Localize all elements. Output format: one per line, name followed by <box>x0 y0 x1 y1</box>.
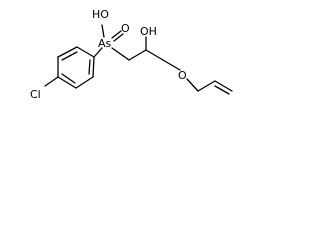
chlorophenyl-ring <box>57 46 95 89</box>
ring-bond <box>57 76 77 89</box>
arsenic-label: As <box>98 37 112 50</box>
oxo-label: O <box>121 22 130 35</box>
choh-ch2-bond <box>145 49 164 61</box>
ch2-choh-bond <box>128 49 147 61</box>
ring-double-bond-inner <box>88 59 91 75</box>
c-cl-bond <box>44 76 59 87</box>
ring-bond <box>92 56 95 78</box>
ring-bond <box>76 46 95 58</box>
hydroxy-label-arsenic: HO <box>92 8 109 21</box>
ether-oxygen-label: O <box>178 69 187 82</box>
chemical-structure: HO As O OH O Cl <box>30 8 233 101</box>
as-o-double-bond <box>111 30 122 39</box>
ring-bond <box>57 46 78 58</box>
ring-double-bond-inner <box>61 73 76 84</box>
as-ch2-bond <box>111 47 130 61</box>
c-as-bond <box>93 47 103 58</box>
ch2-o-bond <box>162 59 181 71</box>
ring-bond <box>75 76 94 89</box>
ch-ch2-double-bond <box>214 85 230 95</box>
ring-double-bond-inner <box>61 51 78 61</box>
hydroxy-label-chain: OH <box>140 25 157 38</box>
ch-ch2-double-bond <box>214 80 233 92</box>
as-oh-bond <box>101 24 105 38</box>
as-o-double-bond <box>113 33 124 42</box>
ch2-ch-bond <box>197 80 216 92</box>
chlorine-label: Cl <box>30 88 41 101</box>
o-ch2-bond <box>186 78 199 92</box>
